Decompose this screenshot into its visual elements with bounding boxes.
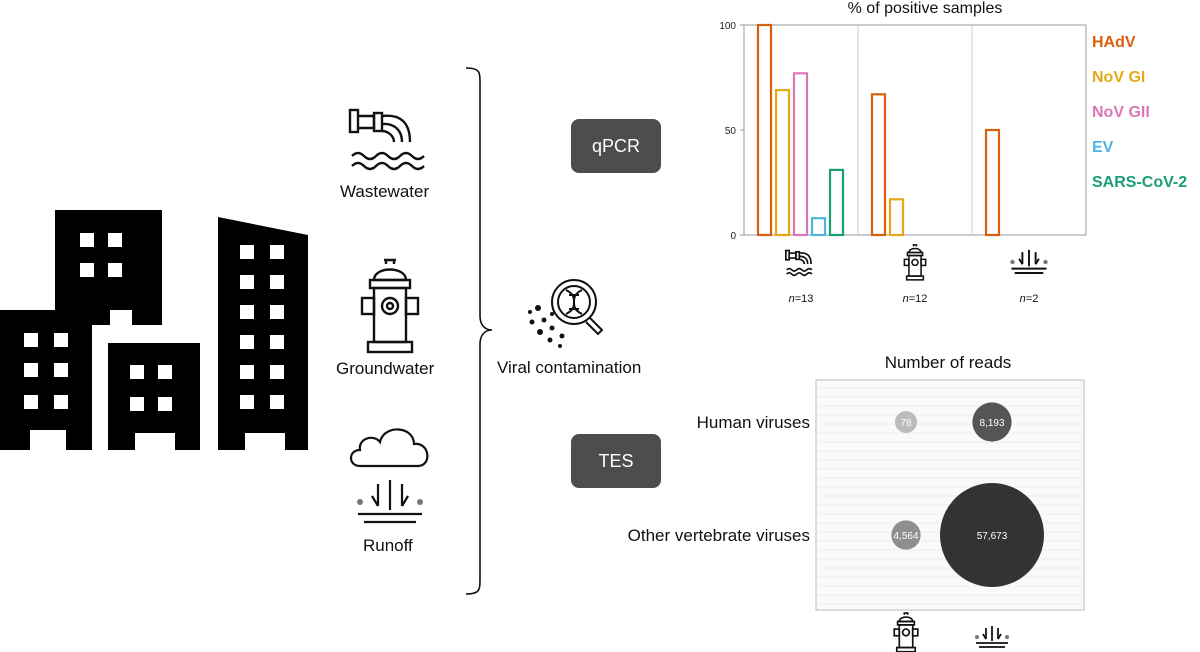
sample-count-value: =13	[795, 293, 814, 305]
bubble	[891, 520, 921, 550]
bar-nov-gi	[888, 198, 905, 237]
wastewater-icon	[785, 249, 813, 277]
legend-item: HAdV	[1092, 34, 1136, 51]
hydrant-icon	[360, 258, 420, 354]
bar-sars-cov-2	[828, 168, 845, 237]
y-tick-label: 0	[730, 231, 736, 242]
bubble-label: 57,673	[977, 531, 1008, 542]
groundwater-label: Groundwater	[336, 359, 435, 378]
sample-count-value: =2	[1026, 293, 1039, 305]
plot-panel	[743, 24, 1087, 236]
legend-item: NoV GII	[1092, 104, 1150, 121]
bubble	[895, 411, 917, 433]
bubble	[940, 483, 1044, 587]
city-buildings-icon	[0, 210, 308, 450]
bubble	[972, 402, 1012, 442]
grouping-bracket	[465, 67, 493, 595]
qpcr-method-box: qPCR	[571, 119, 661, 173]
row-label: Human viruses	[697, 413, 810, 432]
bar-hadv	[756, 23, 773, 237]
bar-nov-gi	[774, 88, 791, 237]
bubble-label: 8,193	[979, 418, 1004, 429]
hydrant-icon	[903, 244, 927, 281]
plot-panel	[815, 379, 1085, 611]
sample-count-n: n	[789, 293, 795, 305]
legend-item: EV	[1092, 139, 1114, 156]
sample-count-label: n=12	[903, 293, 928, 305]
bubble-label: 78	[900, 418, 912, 429]
runoff-icon	[975, 626, 1009, 648]
bar-ev	[810, 217, 827, 237]
sample-count-n: n	[1020, 293, 1026, 305]
tes-label: TES	[598, 450, 634, 471]
bar-hadv	[870, 93, 887, 237]
wastewater-label: Wastewater	[340, 182, 430, 201]
qpcr-label: qPCR	[591, 135, 640, 156]
y-tick-label: 100	[719, 21, 736, 32]
runoff-label: Runoff	[363, 536, 413, 555]
chart-title: % of positive samples	[848, 0, 1003, 17]
legend-item: NoV GI	[1092, 69, 1145, 86]
sample-count-label: n=13	[789, 293, 814, 305]
wastewater-icon	[348, 108, 425, 171]
virus-magnifier-icon	[528, 279, 604, 348]
legend-item: SARS-CoV-2	[1092, 174, 1187, 191]
chart-title: Number of reads	[885, 353, 1012, 372]
viral-contamination-label: Viral contamination	[497, 358, 642, 377]
sample-count-value: =12	[909, 293, 928, 305]
bar-hadv	[984, 128, 1001, 237]
runoff-icon	[1010, 249, 1048, 274]
tes-method-box: TES	[571, 434, 661, 488]
y-tick-label: 50	[725, 126, 737, 137]
bar-nov-gii	[792, 72, 809, 237]
bubble-label: 4,564	[893, 531, 918, 542]
sample-count-label: n=2	[1020, 293, 1039, 305]
hydrant-icon	[893, 612, 919, 652]
sample-count-n: n	[903, 293, 909, 305]
row-label: Other vertebrate viruses	[628, 526, 810, 545]
runoff-cloud-icon	[349, 428, 429, 524]
